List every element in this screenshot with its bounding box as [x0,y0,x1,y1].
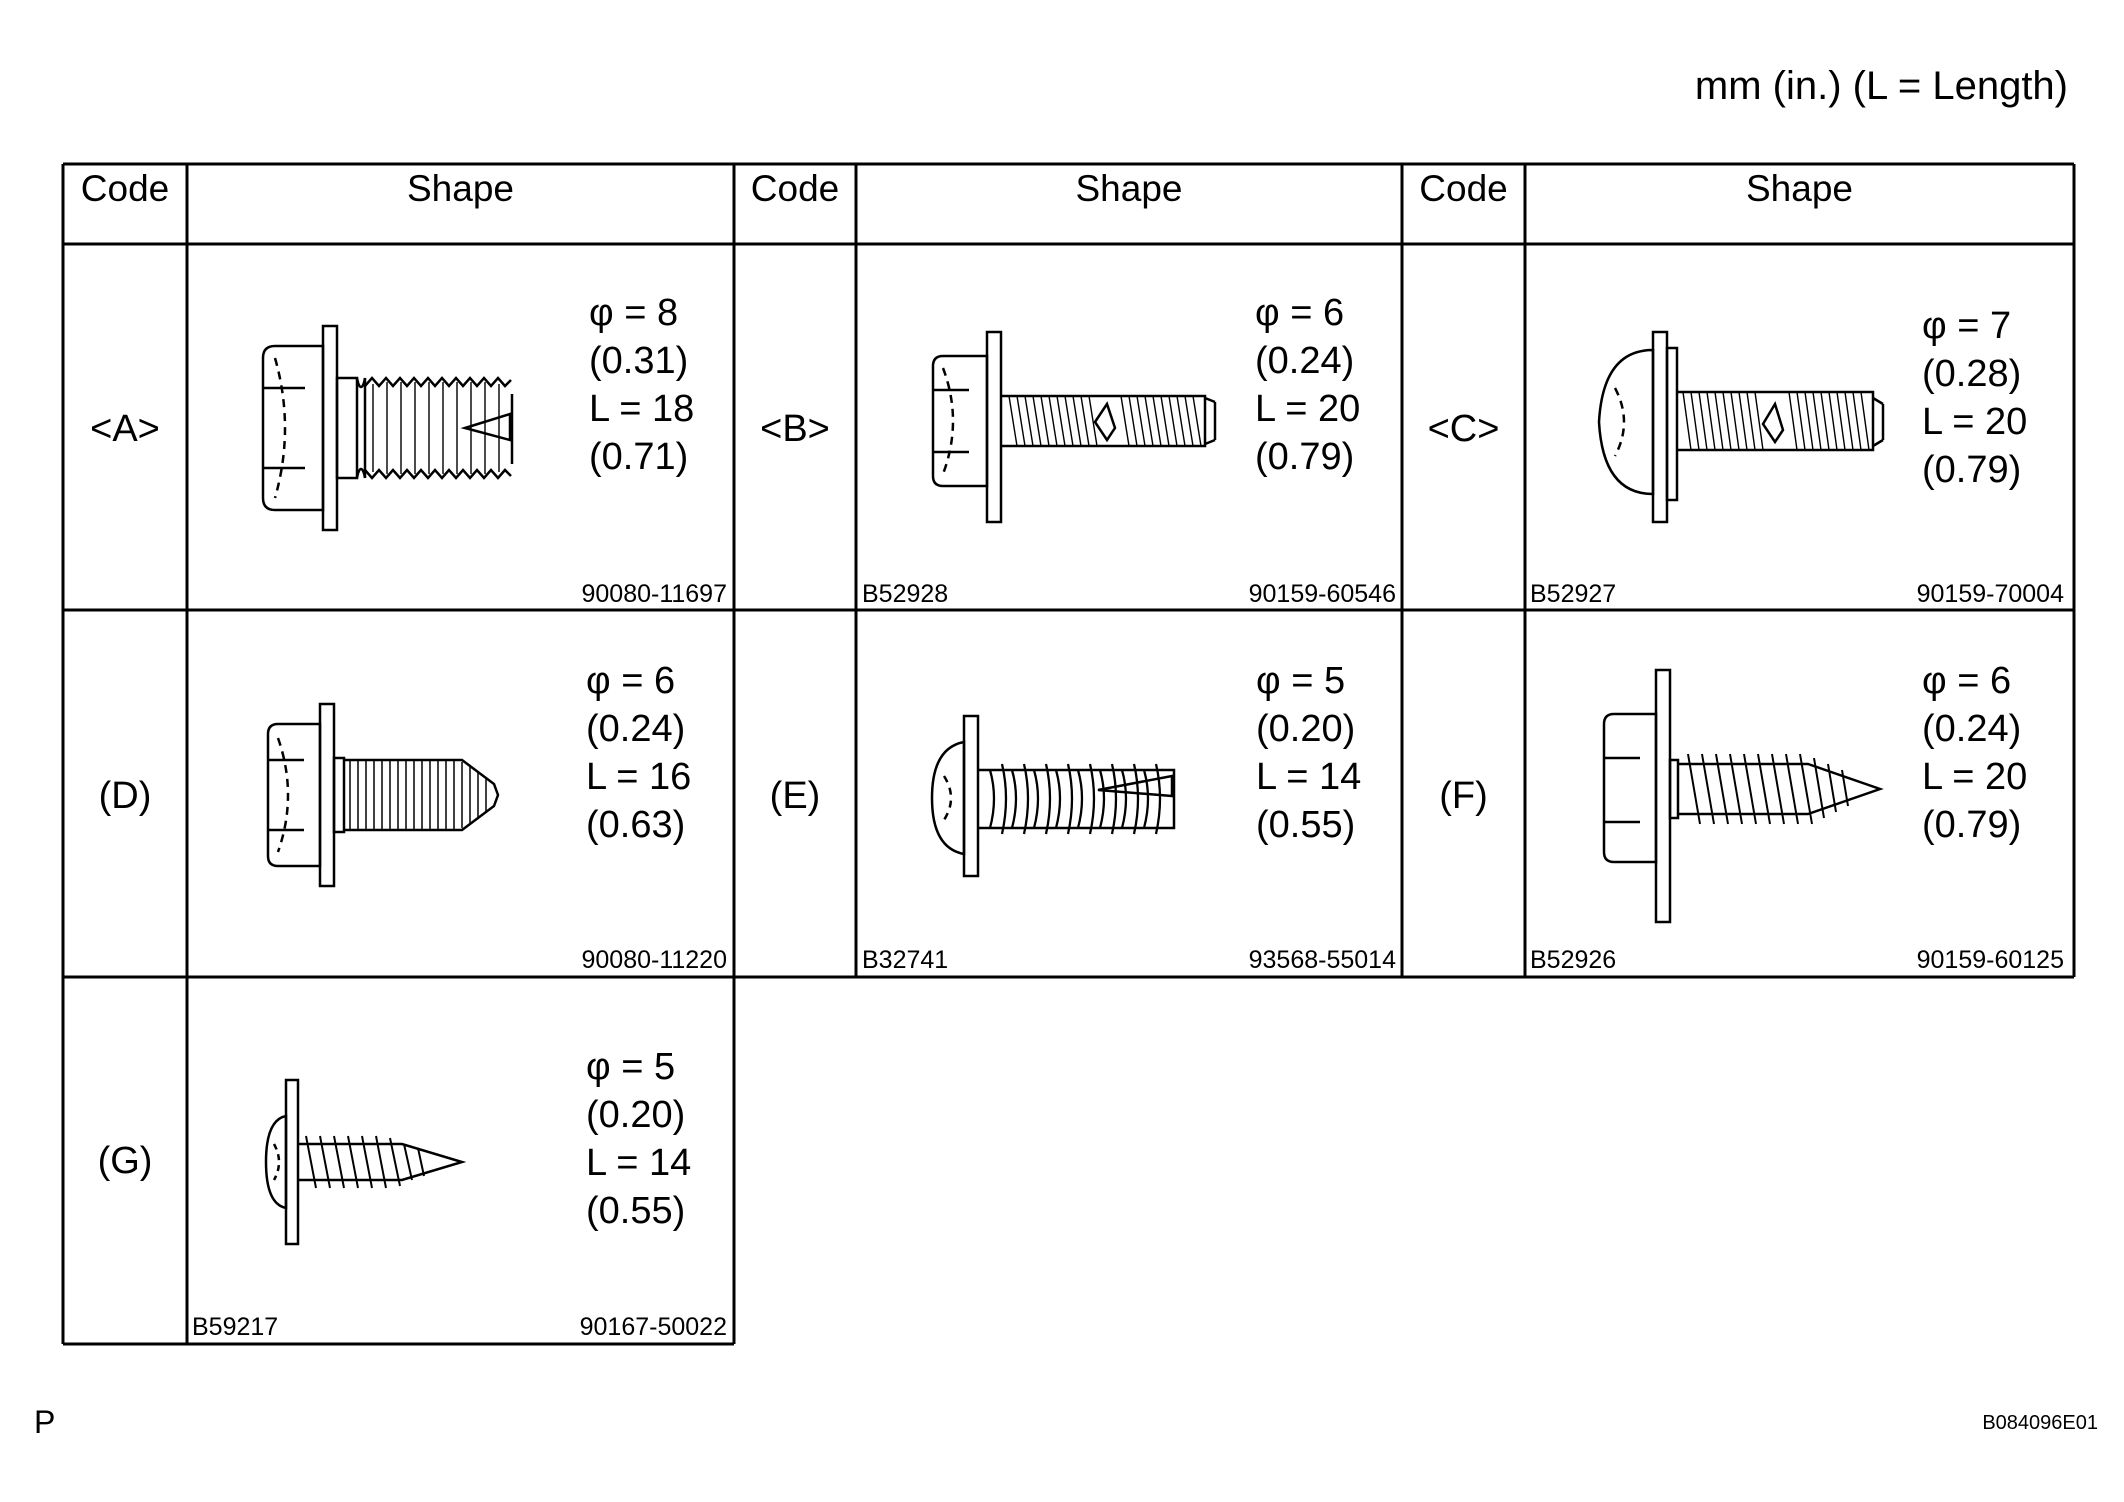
part-number-b: 90159-60546 [1248,580,1396,608]
diameter-mm: φ = 5 [1256,660,1346,702]
length-in: (0.71) [589,436,689,478]
diameter-in: (0.28) [1922,353,2022,395]
part-number-g: 90167-50022 [579,1313,727,1341]
spec-a: φ = 8 (0.31) L = 18 (0.71) [589,289,694,481]
pan-head-coarse-screw-drawing [930,714,1176,878]
header-code-3: Code [1419,168,1508,209]
length-mm: L = 16 [586,756,692,798]
spec-e: φ = 5 (0.20) L = 14 (0.55) [1256,657,1361,849]
part-code-b: <B> [760,408,830,450]
length-mm: L = 18 [589,388,695,430]
part-code-e: (E) [769,775,821,817]
diameter-mm: φ = 6 [586,660,676,702]
part-number-d: 90080-11220 [581,946,727,974]
length-mm: L = 20 [1255,388,1361,430]
length-in: (0.55) [586,1190,686,1232]
spec-d: φ = 6 (0.24) L = 16 (0.63) [586,657,691,849]
hex-flange-bolt-drawing [261,324,514,532]
hex-washer-tapping-screw-drawing [931,330,1217,524]
length-mm: L = 20 [1922,401,2028,443]
diameter-in: (0.24) [586,708,686,750]
header-shape-2: Shape [1075,168,1183,209]
length-in: (0.55) [1256,804,1356,846]
pan-washer-pointed-screw-drawing [264,1078,467,1246]
length-mm: L = 20 [1922,756,2028,798]
diameter-mm: φ = 8 [589,292,679,334]
header-code-2: Code [750,168,840,209]
length-in: (0.79) [1922,804,2022,846]
length-mm: L = 14 [1256,756,1362,798]
length-mm: L = 14 [586,1142,692,1184]
part-number-e: 93568-55014 [1248,946,1396,974]
diameter-mm: φ = 6 [1922,660,2012,702]
part-code-d: (D) [98,775,152,817]
thread-a [364,376,514,480]
length-in: (0.79) [1255,436,1355,478]
header-code-1: Code [80,168,170,209]
diameter-in: (0.24) [1255,340,1355,382]
part-number-f: 90159-60125 [1916,946,2064,974]
part-code-c: <C> [1427,408,1500,450]
part-number-c: 90159-70004 [1916,580,2064,608]
hex-flange-tapered-bolt-drawing [266,702,500,888]
part-code-g: (G) [97,1140,153,1182]
part-number-a: 90080-11697 [581,580,727,608]
spec-c: φ = 7 (0.28) L = 20 (0.79) [1922,302,2027,494]
spec-f: φ = 6 (0.24) L = 20 (0.79) [1922,657,2027,849]
diameter-in: (0.20) [1256,708,1356,750]
pan-washer-tapping-screw-drawing [1597,330,1885,524]
spec-g: φ = 5 (0.20) L = 14 (0.55) [586,1043,691,1235]
reference-code-b: B52928 [862,580,949,608]
reference-code-c: B52927 [1530,580,1617,608]
diameter-in: (0.31) [589,340,689,382]
header-shape-1: Shape [407,168,514,209]
reference-code-f: B52926 [1530,946,1617,974]
diameter-mm: φ = 7 [1922,305,2012,347]
spec-b: φ = 6 (0.24) L = 20 (0.79) [1255,289,1360,481]
diameter-in: (0.24) [1922,708,2022,750]
part-code-f: (F) [1439,775,1488,817]
diameter-mm: φ = 5 [586,1046,676,1088]
length-in: (0.63) [586,804,686,846]
units-note: mm (in.) (L = Length) [1694,64,2068,108]
diameter-in: (0.20) [586,1094,686,1136]
figure-code: B084096E01 [1982,1412,2098,1434]
diameter-mm: φ = 6 [1255,292,1345,334]
reference-code-e: B32741 [862,946,949,974]
header-shape-3: Shape [1746,168,1853,209]
page-letter: P [34,1404,56,1440]
part-code-a: <A> [90,408,160,450]
reference-code-g: B59217 [192,1313,279,1341]
length-in: (0.79) [1922,449,2022,491]
hex-washer-pointed-screw-drawing [1602,668,1884,924]
